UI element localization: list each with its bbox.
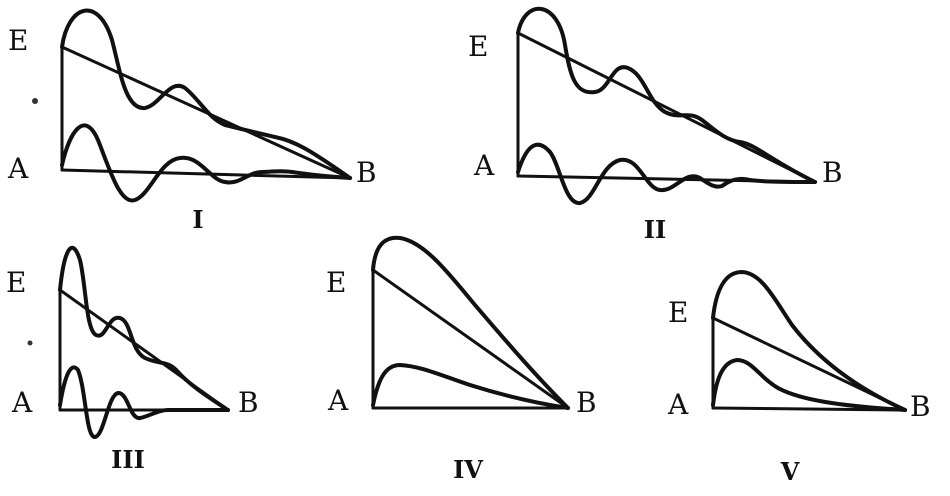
panel-3-label-b: B [238,386,259,419]
panel-3-numeral: III [111,445,145,474]
panel-4-label-e: E [326,266,346,299]
panel-4-label-a: A [327,384,349,417]
panel-3-label-a: A [11,386,33,419]
panel-4-label-b: B [576,386,597,419]
panel-4: E A B IV [326,235,597,484]
panel-5-label-e: E [668,296,688,329]
panel-1-label-a: A [7,152,29,185]
panel-2-numeral: II [644,215,666,244]
panel-1-label-e: E [8,24,28,57]
panel-5-label-a: A [667,388,689,421]
panel-2-label-e: E [468,30,488,63]
panel-3: E A B III [6,245,259,474]
panel-1-label-b: B [356,156,377,189]
panel-4-numeral: IV [453,455,483,484]
panel-5-numeral: V [780,457,800,486]
panel-5-label-b: B [910,390,931,423]
panel-4-lower-curve [371,363,570,410]
panel-3-speck [27,340,33,346]
panel-2-label-a: A [473,149,495,182]
panel-1-upper-curve [60,8,352,180]
panel-1: E A B I [7,8,377,234]
panel-1-lower-curve [60,123,352,203]
panel-2: E A B II [468,6,843,244]
panel-3-upper-curve [58,245,230,412]
panel-2-diagonal-line [516,31,817,184]
panel-5: E A B V [667,270,931,486]
panel-5-upper-curve [711,270,907,412]
panel-2-label-b: B [822,156,843,189]
panel-3-lower-curve [58,365,230,439]
panel-3-label-e: E [6,266,26,299]
panel-4-diagonal-line [371,268,570,410]
panel-4-upper-curve [371,235,570,410]
panel-5-lower-curve [711,358,907,412]
panel-1-speck [32,98,38,104]
panel-2-upper-curve [516,6,817,184]
panel-2-lower-curve [516,142,817,205]
panel-1-numeral: I [192,205,203,234]
